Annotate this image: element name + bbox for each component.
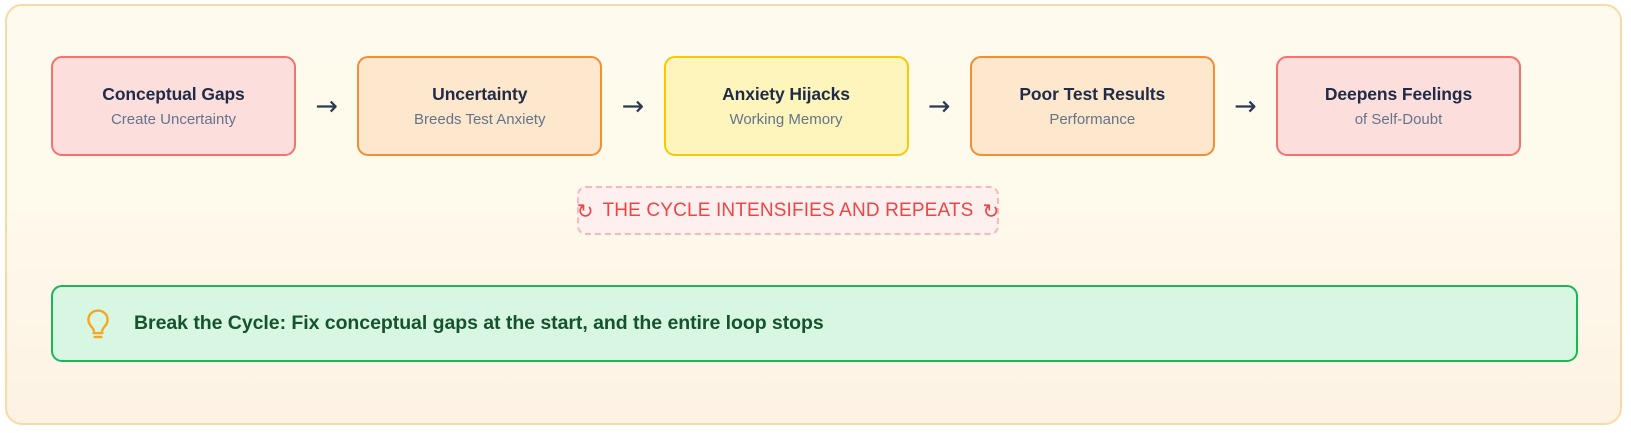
lightbulb-icon bbox=[83, 307, 113, 341]
arrow-right-icon: → bbox=[315, 90, 338, 122]
arrow-right-icon: → bbox=[1234, 90, 1257, 122]
flow-step-title: Deepens Feelings bbox=[1324, 83, 1473, 104]
flow-step-anxiety-hijacks[interactable]: Anxiety Hijacks Working Memory bbox=[663, 56, 909, 156]
flow-step-subtitle: of Self-Doubt bbox=[1354, 110, 1443, 128]
flow-step-subtitle: Performance bbox=[1049, 110, 1136, 128]
flow-step-subtitle: Working Memory bbox=[729, 110, 843, 128]
flow-step-title: Conceptual Gaps bbox=[102, 83, 245, 104]
loop-arrow-icon: ↻ bbox=[576, 198, 594, 223]
loop-arrow-icon: ↻ bbox=[982, 198, 1000, 223]
anxiety-cycle-flow: Conceptual Gaps Create Uncertainty → Unc… bbox=[51, 55, 1521, 157]
flow-step-uncertainty[interactable]: Uncertainty Breeds Test Anxiety bbox=[357, 56, 603, 156]
arrow-right-icon: → bbox=[621, 90, 645, 122]
flow-step-deepens-feelings[interactable]: Deepens Feelings of Self-Doubt bbox=[1276, 56, 1521, 156]
flow-step-subtitle: Create Uncertainty bbox=[110, 110, 237, 128]
diagram-frame: Conceptual Gaps Create Uncertainty → Unc… bbox=[5, 4, 1622, 425]
flow-step-subtitle: Breeds Test Anxiety bbox=[414, 110, 546, 128]
flow-step-title: Poor Test Results bbox=[1019, 83, 1166, 104]
flow-step-poor-test-results[interactable]: Poor Test Results Performance bbox=[969, 56, 1215, 156]
cycle-repeat-banner: ↻ THE CYCLE INTENSIFIES AND REPEATS ↻ bbox=[577, 186, 999, 235]
flow-step-title: Anxiety Hijacks bbox=[722, 83, 850, 104]
break-the-cycle-banner: Break the Cycle: Fix conceptual gaps at … bbox=[51, 285, 1578, 362]
flow-step-conceptual-gaps[interactable]: Conceptual Gaps Create Uncertainty bbox=[51, 56, 296, 156]
break-banner-label: Break the Cycle: Fix conceptual gaps at … bbox=[134, 312, 824, 334]
cycle-banner-label: THE CYCLE INTENSIFIES AND REPEATS bbox=[602, 199, 974, 221]
flow-step-title: Uncertainty bbox=[432, 83, 528, 104]
arrow-right-icon: → bbox=[927, 90, 951, 122]
